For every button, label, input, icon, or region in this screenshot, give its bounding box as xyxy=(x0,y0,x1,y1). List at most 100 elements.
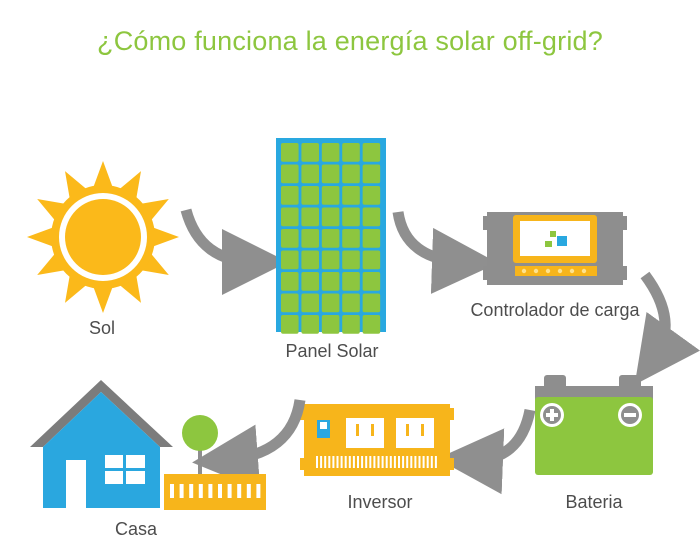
arrow-battery-to-inverter xyxy=(437,408,536,495)
inverter-vent xyxy=(344,456,347,468)
panel-cell xyxy=(281,250,299,270)
fence-slot xyxy=(237,484,242,498)
inverter-vent xyxy=(377,456,380,468)
panel-cell xyxy=(321,143,340,162)
panel-cell xyxy=(362,250,381,270)
inverter-vent xyxy=(414,456,417,468)
fence-slot xyxy=(198,484,203,498)
panel-cell xyxy=(342,315,360,334)
arrow-sun-to-panel xyxy=(180,208,288,295)
panel-cell xyxy=(321,229,340,248)
panel-cell xyxy=(281,229,299,248)
inverter-vent xyxy=(357,456,359,468)
panel-cell xyxy=(321,207,340,227)
panel-cell xyxy=(281,315,299,334)
fence-slot xyxy=(227,484,232,498)
panel-cell xyxy=(342,186,360,205)
house-label: Casa xyxy=(114,519,158,539)
battery-label: Bateria xyxy=(565,492,623,512)
panel-cell xyxy=(301,207,319,227)
panel-cell xyxy=(342,143,360,162)
panel-cell xyxy=(321,272,340,291)
panel-cell xyxy=(321,250,340,270)
fence-slot xyxy=(179,484,184,498)
panel-cell xyxy=(301,293,319,313)
inverter-vent xyxy=(385,456,388,468)
panel-cell xyxy=(281,143,299,162)
panel-cell xyxy=(342,207,360,227)
panel-cell xyxy=(342,272,360,291)
inverter-vent xyxy=(422,456,425,468)
panel-cell xyxy=(301,250,319,270)
inverter-vent xyxy=(398,456,400,468)
fence-slot xyxy=(246,484,251,498)
inverter-vent xyxy=(418,456,421,468)
diagram-title: ¿Cómo funciona la energía solar off-grid… xyxy=(97,26,603,56)
inverter-vent xyxy=(393,456,396,468)
inverter-vent xyxy=(320,456,323,468)
panel-cell xyxy=(301,186,319,205)
panel-cell xyxy=(362,143,381,162)
inverter-vent xyxy=(348,456,351,468)
inverter-icon xyxy=(300,404,454,476)
inverter-vent xyxy=(336,456,339,468)
panel-cell xyxy=(301,143,319,162)
inverter-vent xyxy=(410,456,413,468)
fence-icon xyxy=(164,474,266,510)
panel-cell xyxy=(342,293,360,313)
fence-slot xyxy=(189,484,194,498)
arrow-inverter-to-house xyxy=(192,399,306,491)
panel-cell xyxy=(362,164,381,184)
panel-cell xyxy=(281,272,299,291)
panel-cell xyxy=(281,186,299,205)
panel-cell xyxy=(301,315,319,334)
panel-cell xyxy=(362,293,381,313)
inverter-vent xyxy=(324,456,327,468)
battery-icon xyxy=(535,375,653,475)
panel-cell xyxy=(362,229,381,248)
inverter-vent xyxy=(369,456,372,468)
house-icon xyxy=(30,380,173,508)
inverter-vent xyxy=(406,456,409,468)
sun-ray xyxy=(27,227,54,247)
panel-cell xyxy=(362,207,381,227)
panel-cell xyxy=(342,229,360,248)
inverter-vent xyxy=(328,456,331,468)
inverter-vent xyxy=(402,456,405,468)
inverter-vent xyxy=(389,456,392,468)
panel-cell xyxy=(321,293,340,313)
sun-label: Sol xyxy=(88,318,115,338)
panel-cell xyxy=(362,315,381,334)
fence-slot xyxy=(170,484,174,498)
panel-cell xyxy=(342,164,360,184)
inverter-vent xyxy=(381,456,384,468)
inverter-vent xyxy=(426,456,429,468)
tree-icon xyxy=(182,415,218,488)
panel-cell xyxy=(281,207,299,227)
panel-cell xyxy=(321,315,340,334)
panel-cell xyxy=(362,272,381,291)
inverter-label: Inversor xyxy=(347,492,413,512)
panel-cell xyxy=(301,229,319,248)
sun-ray xyxy=(152,227,179,247)
sun-ray xyxy=(93,161,113,188)
inverter-vent xyxy=(352,456,355,468)
solar-panel-label: Panel Solar xyxy=(285,341,379,361)
arrow-panel-to-controller xyxy=(392,210,498,294)
solar-panel-icon xyxy=(276,138,386,334)
sun-icon xyxy=(27,161,179,313)
sun-ray xyxy=(93,286,113,313)
panel-cell xyxy=(281,164,299,184)
panel-cell xyxy=(281,293,299,313)
inverter-vent xyxy=(430,456,433,468)
inverter-vent xyxy=(434,456,437,468)
charge-controller-label: Controlador de carga xyxy=(470,300,640,320)
panel-cell xyxy=(321,186,340,205)
panel-cell xyxy=(321,164,340,184)
fence-slot xyxy=(208,484,213,498)
inverter-vent xyxy=(340,456,343,468)
inverter-vent xyxy=(365,456,368,468)
inverter-vent xyxy=(332,456,335,468)
panel-cell xyxy=(342,250,360,270)
